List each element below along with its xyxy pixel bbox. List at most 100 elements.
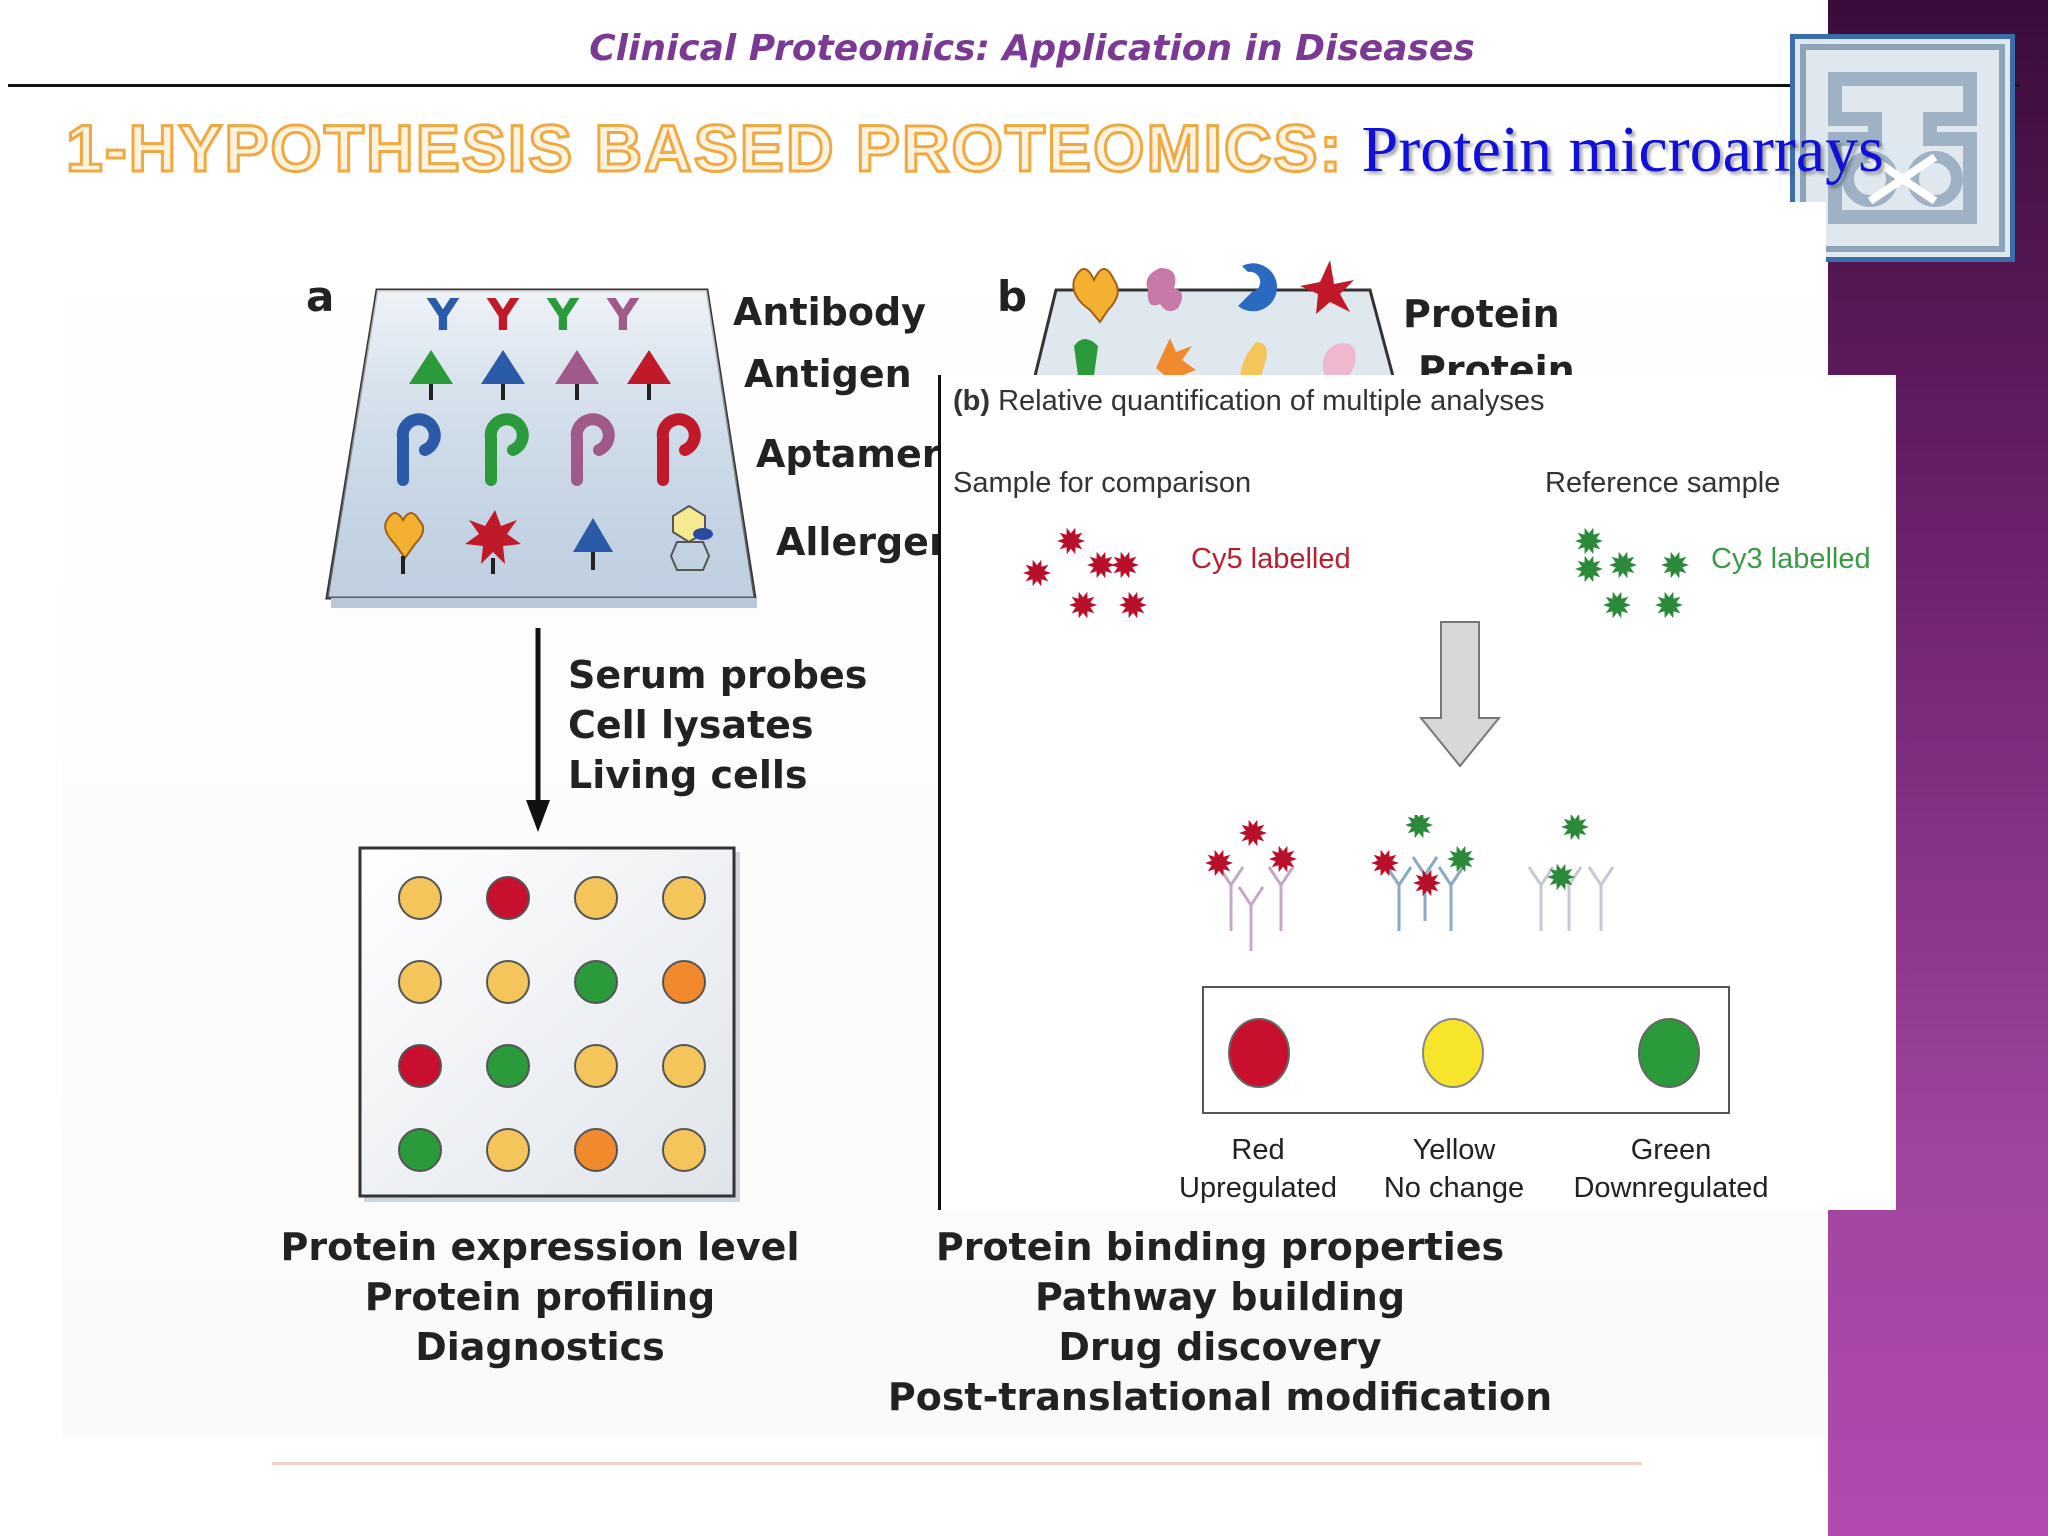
- labelled-molecule-icon: [1447, 845, 1475, 873]
- cy3-label: Cy3 labelled: [1711, 543, 1871, 575]
- capture-antibody-icon: [1267, 866, 1295, 931]
- panel-b-array-slide: [1032, 260, 1396, 380]
- antibody-icon: Y: [486, 290, 520, 341]
- array-spot-yellow: [486, 960, 530, 1004]
- antibody-icon: Y: [426, 290, 460, 341]
- panel-b-label-protein-1: Protein: [1403, 292, 1560, 336]
- array-spot-yellow: [486, 1128, 530, 1172]
- panel-a-letter: a: [306, 272, 335, 321]
- capture-antibody-icon: [1385, 866, 1413, 931]
- bottom-rule: [272, 1462, 1642, 1465]
- inset-heading-text: Relative quantification of multiple anal…: [990, 385, 1545, 417]
- outcome-drug-discovery: Drug discovery: [1058, 1325, 1382, 1369]
- legend-red-name: Red: [1231, 1134, 1285, 1166]
- array-spot-yellow: [574, 1044, 618, 1088]
- panel-a-outcomes: Protein expression level Protein profili…: [280, 1222, 800, 1372]
- legend-red: Red Upregulated: [1163, 1131, 1353, 1207]
- cy5-molecule-cluster: [1023, 527, 1147, 619]
- labelled-molecule-icon: [1609, 551, 1637, 579]
- protein-icon: [1238, 263, 1278, 312]
- array-spot-yellow: [398, 960, 442, 1004]
- panel-b-letter: b: [997, 272, 1028, 321]
- header-title: Clinical Proteomics: Application in Dise…: [589, 28, 1475, 69]
- capture-antibody-icon: [1237, 886, 1265, 951]
- labelled-molecule-icon: [1603, 591, 1631, 619]
- inset-sample-left: Sample for comparison: [953, 467, 1252, 499]
- labelled-molecule-icon: [1405, 815, 1433, 839]
- protein-icon: [1146, 268, 1183, 312]
- inset-sample-right: Reference sample: [1545, 467, 1781, 499]
- labelled-molecule-icon: [1413, 869, 1441, 897]
- aptamer-icon: [656, 413, 701, 486]
- legend-red-spot: [1228, 1018, 1290, 1088]
- labelled-molecule-icon: [1661, 551, 1689, 579]
- cy3-molecule-cluster: [1575, 527, 1689, 619]
- outcome-binding: Protein binding properties: [935, 1225, 1505, 1269]
- process-arrow-icon: [1419, 621, 1502, 768]
- antigen-icon: [627, 350, 671, 384]
- legend-yellow-spot: [1422, 1018, 1484, 1088]
- antigen-icon: [409, 350, 453, 384]
- array-spot-green: [398, 1128, 442, 1172]
- antigen-icon: [555, 350, 599, 384]
- relative-quantification-inset: (b) Relative quantification of multiple …: [938, 375, 1896, 1210]
- panel-a-array-slide: Y Y Y Y: [325, 288, 757, 608]
- result-array-grid: [358, 846, 740, 1202]
- labelled-molecule-icon: [1655, 591, 1683, 619]
- slide-title-subtitle: Protein microarrays: [1361, 113, 1884, 186]
- legend-green-meaning: Downregulated: [1573, 1172, 1769, 1204]
- labelled-molecule-icon: [1547, 863, 1575, 891]
- labelled-molecule-icon: [1269, 845, 1297, 873]
- outcome-diagnostics: Diagnostics: [415, 1325, 665, 1369]
- protein-icon: [1300, 260, 1354, 314]
- panel-a-label-antibody: Antibody: [733, 290, 926, 334]
- labelled-molecule-icon: [1069, 591, 1097, 619]
- labelled-molecule-icon: [1087, 551, 1115, 579]
- inset-heading: (b) Relative quantification of multiple …: [953, 385, 1545, 418]
- array-spot-yellow: [574, 876, 618, 920]
- antibody-icon: Y: [606, 290, 640, 341]
- array-spot-yellow: [662, 1128, 706, 1172]
- panel-a-label-aptamer: Aptamer: [756, 432, 941, 476]
- array-spot-green: [486, 1044, 530, 1088]
- allergen-icon: [465, 510, 521, 564]
- header-divider: [8, 84, 2020, 87]
- outcome-expression: Protein expression level: [280, 1225, 800, 1269]
- labelled-molecule-icon: [1111, 551, 1139, 579]
- array-spot-green: [574, 960, 618, 1004]
- array-spot-red: [398, 1044, 442, 1088]
- antigen-icon: [481, 350, 525, 384]
- panel-a-label-allergen: Allergen: [776, 520, 956, 564]
- legend-green-spot: [1638, 1018, 1700, 1088]
- probe-living-cells: Living cells: [568, 753, 808, 797]
- array-spot-yellow: [662, 876, 706, 920]
- aptamer-icon: [396, 413, 441, 486]
- legend-yellow-meaning: No change: [1383, 1172, 1525, 1204]
- labelled-molecule-icon: [1057, 527, 1085, 555]
- down-arrow-icon: [526, 628, 550, 832]
- legend-yellow: Yellow No change: [1359, 1131, 1549, 1207]
- legend-green: Green Downregulated: [1561, 1131, 1781, 1207]
- capture-antibody-icon: [1587, 866, 1615, 931]
- university-logo: [1790, 34, 2015, 262]
- inset-heading-letter: (b): [953, 385, 991, 417]
- probe-serum: Serum probes: [568, 653, 868, 697]
- aptamer-icon: [570, 413, 615, 486]
- slide-title-prefix: 1-HYPOTHESIS BASED PROTEOMICS:: [65, 110, 1344, 187]
- outcome-pathway: Pathway building: [1034, 1275, 1406, 1319]
- ratio-legend-box: [1202, 986, 1730, 1114]
- panel-b-outcomes: Protein binding properties Pathway build…: [880, 1222, 1560, 1422]
- outcome-ptm: Post-translational modification: [887, 1375, 1553, 1419]
- labelled-molecule-icon: [1561, 815, 1589, 841]
- array-spot-yellow: [662, 1044, 706, 1088]
- array-spot-red: [486, 876, 530, 920]
- probe-cell-lysates: Cell lysates: [568, 703, 814, 747]
- allergen-icon: [573, 518, 613, 552]
- panel-b-label-protein-2: Protein: [1418, 348, 1575, 376]
- panel-a-probes: Serum probes Cell lysates Living cells: [568, 650, 867, 800]
- protein-icon: [1240, 342, 1267, 380]
- capture-antibody-icon: [1437, 866, 1465, 931]
- slide-title: 1-HYPOTHESIS BASED PROTEOMICS:Protein mi…: [65, 108, 1884, 206]
- array-spot-orange: [662, 960, 706, 1004]
